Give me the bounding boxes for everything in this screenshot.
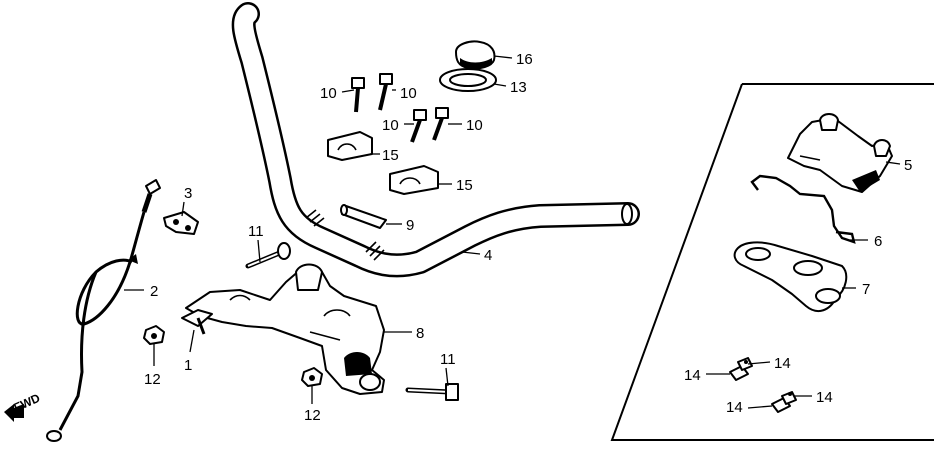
screws-14-lower bbox=[771, 391, 797, 413]
callout-9: 9 bbox=[406, 217, 414, 234]
bolt-1 bbox=[181, 309, 213, 335]
wire-6 bbox=[750, 174, 856, 244]
callout-5: 5 bbox=[904, 157, 912, 174]
knurled-band bbox=[305, 209, 385, 261]
callout-14-b: 14 bbox=[774, 355, 791, 372]
bolt-11-lower bbox=[405, 383, 459, 401]
plug-9 bbox=[340, 204, 387, 229]
bolt-10-a bbox=[351, 77, 365, 113]
callout-8: 8 bbox=[416, 325, 424, 342]
holder-15-a bbox=[327, 131, 373, 161]
fwd-label: FWD bbox=[12, 391, 43, 415]
callout-12-b: 12 bbox=[304, 407, 321, 424]
bolt-10-d bbox=[432, 107, 449, 141]
callout-13: 13 bbox=[510, 79, 527, 96]
callout-2: 2 bbox=[150, 283, 158, 300]
callout-3: 3 bbox=[184, 185, 192, 202]
callout-14-c: 14 bbox=[726, 399, 743, 416]
seal-ring-13 bbox=[439, 68, 497, 92]
inset-panel-border bbox=[610, 83, 934, 441]
callout-14-d: 14 bbox=[816, 389, 833, 406]
bolt-10-c bbox=[410, 109, 427, 143]
callout-15-b: 15 bbox=[456, 177, 473, 194]
callout-10-d: 10 bbox=[466, 117, 483, 134]
callout-4: 4 bbox=[484, 247, 492, 264]
cable-2 bbox=[46, 179, 161, 442]
callout-11-b: 11 bbox=[440, 351, 456, 368]
leader-lines bbox=[124, 55, 901, 409]
holder-15-b bbox=[389, 165, 439, 195]
callout-1: 1 bbox=[184, 357, 192, 374]
callout-12-a: 12 bbox=[144, 371, 161, 388]
callout-15-a: 15 bbox=[382, 147, 399, 164]
handlebar bbox=[231, 2, 640, 278]
callout-10-c: 10 bbox=[382, 117, 399, 134]
clamp-3 bbox=[163, 211, 199, 235]
cap-16 bbox=[455, 40, 496, 70]
callout-11-a: 11 bbox=[248, 223, 264, 240]
callout-10-b: 10 bbox=[400, 85, 417, 102]
callout-6: 6 bbox=[874, 233, 882, 250]
screws-14-upper bbox=[729, 357, 753, 381]
bracket-8 bbox=[185, 263, 385, 395]
bolt-10-b bbox=[378, 73, 393, 111]
callout-10-a: 10 bbox=[320, 85, 337, 102]
callout-7: 7 bbox=[862, 281, 870, 298]
plate-7 bbox=[733, 241, 848, 313]
top-bridge-5 bbox=[787, 113, 893, 193]
nut-12-lower bbox=[301, 367, 323, 387]
callout-14-a: 14 bbox=[684, 367, 701, 384]
bolt-11-upper bbox=[245, 242, 291, 269]
callout-16: 16 bbox=[516, 51, 533, 68]
nut-12-left bbox=[143, 325, 165, 345]
forward-direction-indicator: FWD bbox=[4, 391, 42, 422]
